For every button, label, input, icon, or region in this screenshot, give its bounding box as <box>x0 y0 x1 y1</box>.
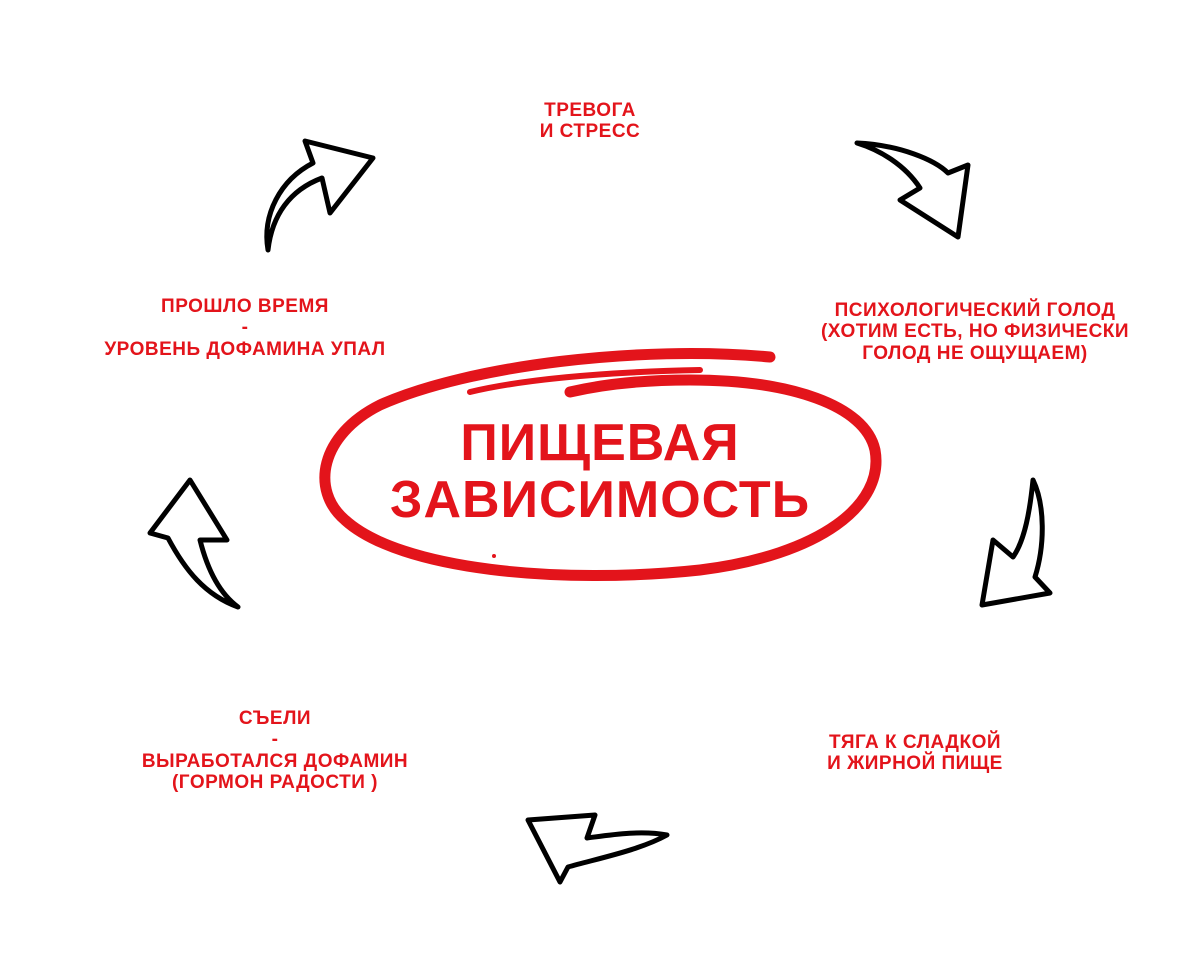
node-time-passed-dopamine-dropped: ПРОШЛО ВРЕМЯ - УРОВЕНЬ ДОФАМИНА УПАЛ <box>104 296 386 360</box>
central-title: ПИЩЕВАЯ ЗАВИСИМОСТЬ <box>389 414 811 530</box>
curved-arrow-down-right-icon <box>854 140 971 240</box>
node-craving-sweet-fatty: ТЯГА К СЛАДКОЙ И ЖИРНОЙ ПИЩЕ <box>827 732 1003 775</box>
curved-arrow-up-icon <box>147 477 241 610</box>
curved-arrow-up-right-icon <box>264 138 376 253</box>
curved-arrow-left-icon <box>525 812 670 885</box>
node-psychological-hunger: ПСИХОЛОГИЧЕСКИЙ ГОЛОД (ХОТИМ ЕСТЬ, НО ФИ… <box>820 300 1130 364</box>
node-ate-dopamine-released: СЪЕЛИ - ВЫРАБОТАЛСЯ ДОФАМИН (ГОРМОН РАДО… <box>141 708 409 793</box>
node-anxiety-stress: ТРЕВОГА И СТРЕСС <box>539 100 641 143</box>
curved-arrow-down-icon <box>979 477 1053 608</box>
